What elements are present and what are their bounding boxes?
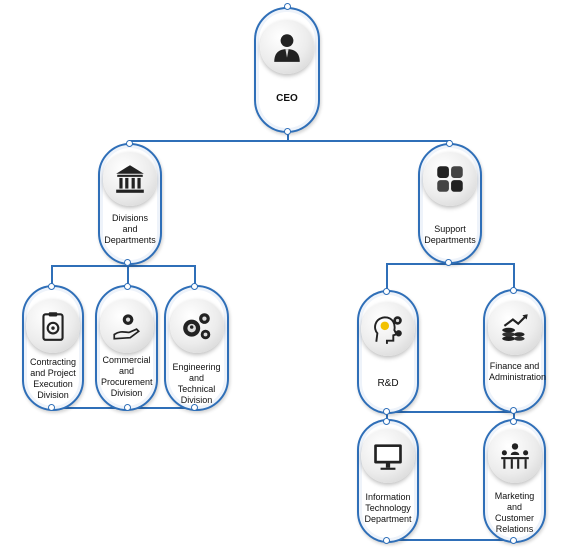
node-information-technology[interactable]: Information Technology Department bbox=[357, 419, 419, 543]
connector-dot bbox=[284, 3, 291, 10]
bank-icon bbox=[116, 165, 144, 193]
meeting-icon bbox=[500, 443, 529, 469]
connector-dot bbox=[383, 418, 390, 425]
monitor-icon-badge bbox=[361, 429, 415, 483]
connector-dot bbox=[124, 404, 131, 411]
connector-dot bbox=[383, 537, 390, 544]
node-contracting-division[interactable]: Contracting and Project Execution Divisi… bbox=[22, 285, 84, 411]
connector-dot bbox=[124, 259, 131, 266]
connector-dot bbox=[383, 408, 390, 415]
connector-dot bbox=[126, 140, 133, 147]
coins-chart-icon-badge bbox=[487, 301, 542, 355]
node-divisions-departments[interactable]: Divisions and Departments bbox=[98, 143, 162, 265]
it-label: Information Technology Department bbox=[364, 492, 412, 524]
meeting-icon-badge bbox=[487, 429, 542, 483]
connector-dot bbox=[446, 140, 453, 147]
connector-dot bbox=[191, 283, 198, 290]
connector-dot bbox=[124, 283, 131, 290]
connector-dot bbox=[510, 407, 517, 414]
coins-chart-icon bbox=[501, 314, 528, 341]
handshake-icon bbox=[437, 166, 463, 192]
node-marketing-customer-relations[interactable]: Marketing and Customer Relations bbox=[483, 419, 546, 543]
node-rnd[interactable]: R&D bbox=[357, 290, 419, 414]
connector-dot bbox=[510, 537, 517, 544]
connector-dot bbox=[383, 288, 390, 295]
connector-dot bbox=[48, 283, 55, 290]
head-gears-icon-badge bbox=[361, 302, 415, 356]
handshake-icon-badge bbox=[423, 152, 477, 206]
bank-icon-badge bbox=[103, 152, 157, 206]
gears-person-icon-badge bbox=[169, 299, 224, 353]
marketing-label: Marketing and Customer Relations bbox=[494, 491, 535, 534]
ceo-icon-badge bbox=[260, 20, 314, 74]
contracting-label: Contracting and Project Execution Divisi… bbox=[29, 357, 77, 400]
head-gears-icon bbox=[374, 316, 402, 344]
gear-hand-icon bbox=[112, 314, 140, 340]
gear-hand-icon-badge bbox=[99, 299, 154, 353]
gears-person-icon bbox=[182, 313, 210, 340]
clipboard-gear-icon-badge bbox=[26, 299, 80, 353]
connector-dot bbox=[48, 404, 55, 411]
node-ceo[interactable]: CEO bbox=[254, 7, 320, 133]
connector-dot bbox=[284, 128, 291, 135]
clipboard-gear-icon bbox=[42, 312, 64, 341]
finance-label: Finance and Administration bbox=[489, 361, 547, 382]
node-finance-administration[interactable]: Finance and Administration bbox=[483, 289, 546, 413]
connector-dot bbox=[510, 287, 517, 294]
connector-dot bbox=[445, 259, 452, 266]
connector-dot bbox=[510, 418, 517, 425]
node-engineering-division[interactable]: Engineering and Technical Division bbox=[164, 285, 229, 411]
node-commercial-division[interactable]: Commercial and Procurement Division bbox=[95, 285, 158, 411]
connector-dot bbox=[191, 404, 198, 411]
ceo-icon bbox=[274, 34, 300, 62]
ceo-label: CEO bbox=[276, 93, 298, 104]
monitor-icon bbox=[374, 444, 402, 470]
node-support-departments[interactable]: Support Departments bbox=[418, 143, 482, 264]
rnd-label: R&D bbox=[377, 378, 399, 389]
support-label: Support Departments bbox=[424, 224, 476, 245]
engineering-label: Engineering and Technical Division bbox=[172, 362, 221, 405]
divisions-label: Divisions and Departments bbox=[104, 213, 156, 245]
commercial-label: Commercial and Procurement Division bbox=[101, 355, 153, 398]
